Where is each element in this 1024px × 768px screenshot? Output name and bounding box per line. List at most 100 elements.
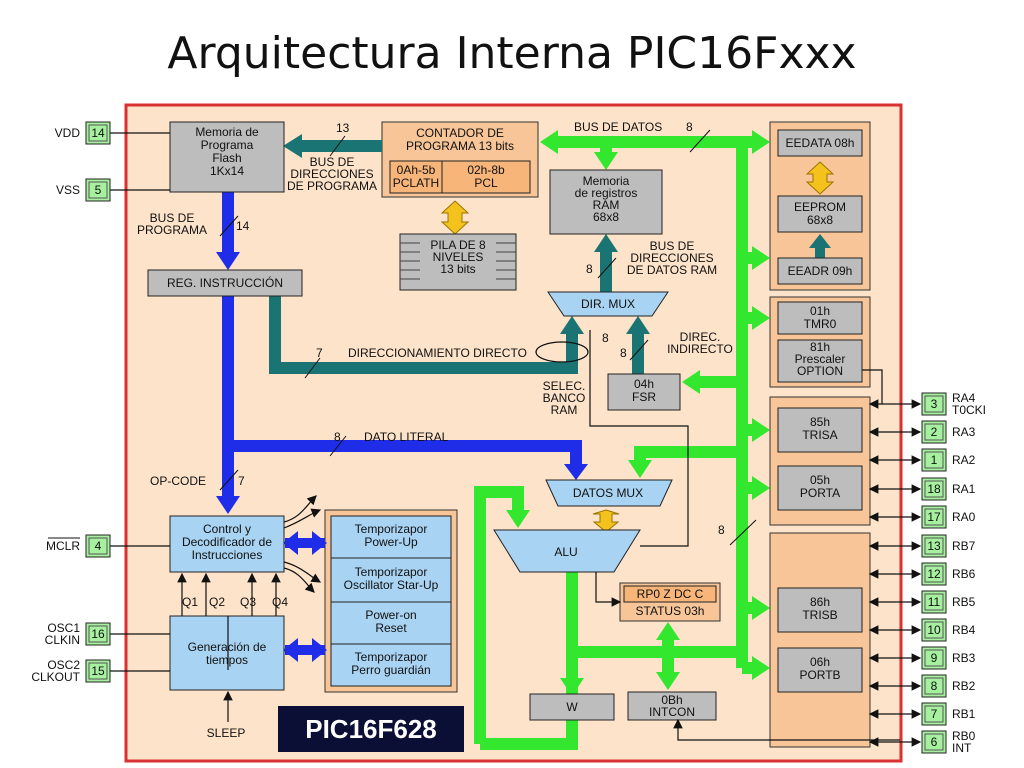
trisa-label-line-1: 85h — [810, 415, 830, 429]
left-pin-number: 14 — [91, 126, 105, 140]
pc-label-line-2: PROGRAMA 13 bits — [406, 139, 514, 153]
pclath-block — [389, 160, 443, 194]
porta-block — [777, 465, 863, 511]
right-pin-box[interactable] — [921, 392, 947, 416]
trisb-label-line-1: 86h — [810, 595, 830, 609]
sel-banco-label-line-2: BANCO — [543, 391, 586, 405]
left-pin-box[interactable] — [85, 534, 111, 558]
right-pin-box[interactable] — [921, 702, 947, 726]
status-label: STATUS 03h — [636, 604, 705, 618]
pcl-label-line-2: PCL — [474, 176, 498, 190]
pc-label-line-1: CONTADOR DE — [416, 126, 504, 140]
bus-slash — [729, 519, 757, 546]
right-pin-number: 13 — [927, 539, 941, 553]
intcon-block — [627, 691, 717, 721]
bus-dir-prog-width: 13 — [336, 121, 350, 135]
control-label-line-2: Decodificador de — [182, 535, 272, 549]
right-pin-number: 18 — [927, 482, 941, 496]
w-register-block — [529, 693, 615, 721]
bus-slash — [219, 469, 239, 491]
sleep-label: SLEEP — [207, 726, 246, 740]
q1-label: Q1 — [182, 595, 198, 609]
data-mux-block — [545, 479, 673, 507]
datamux-label: DATOS MUX — [573, 486, 643, 500]
right-pin-box[interactable] — [921, 590, 947, 614]
q3-label: Q3 — [240, 595, 256, 609]
right-pin-inner — [924, 621, 944, 639]
option-block — [777, 339, 863, 383]
timer-oscstartup-block — [330, 557, 452, 603]
alu-block — [493, 529, 641, 573]
bus-dir-ram-label-line-1: BUS DE — [650, 239, 695, 253]
trisa-label-line-2: TRISA — [802, 428, 837, 442]
ram-label-line-3: RAM — [593, 198, 620, 212]
right-pin-number: 11 — [928, 595, 941, 609]
right-pin-name: RA2 — [952, 453, 976, 467]
portb-label-line-2: PORTB — [799, 668, 840, 682]
right-pin-name: RB6 — [952, 567, 976, 581]
porta-label-line-1: 05h — [810, 473, 830, 487]
left-pin-number: 5 — [95, 183, 102, 197]
ram-label-line-2: de registros — [575, 186, 638, 200]
left-pin-box[interactable] — [85, 178, 111, 202]
power-on-reset-block — [330, 601, 452, 645]
sel-banco-label-line-3: RAM — [551, 403, 578, 417]
timer2-label-line-1: Power-on — [365, 608, 416, 622]
bus-slash — [219, 215, 239, 237]
pcl-label-line-1: 02h-8b — [467, 163, 505, 177]
timer0-label-line-1: Temporizapor — [355, 522, 428, 536]
left-pin-number: 16 — [91, 627, 105, 641]
right-pin-box[interactable] — [921, 477, 947, 501]
left-pin-box[interactable] — [85, 659, 111, 683]
timing-timers-arrow-left — [283, 638, 298, 662]
right-pin-box[interactable] — [921, 505, 947, 529]
bus-slash — [689, 129, 711, 153]
bus-slash — [629, 339, 649, 361]
right-pin-inner — [924, 565, 944, 583]
right-pin-box[interactable] — [921, 420, 947, 444]
right-pin-box[interactable] — [921, 534, 947, 558]
eeadr-label: EEADR 09h — [788, 264, 853, 278]
control-timers-arrow-left — [283, 531, 298, 555]
right-pin-box[interactable] — [921, 730, 947, 754]
right-pin-box[interactable] — [921, 562, 947, 586]
pclath-label-line-2: PCLATH — [393, 176, 439, 190]
bank-select-loop — [535, 341, 589, 363]
q4-label: Q4 — [272, 595, 288, 609]
left-pin-name-2: CLKIN — [45, 633, 80, 647]
timer2-label-line-2: Reset — [375, 621, 407, 635]
right-pin-inner — [924, 423, 944, 441]
right-pin-box[interactable] — [921, 448, 947, 472]
timing-label-line-2: tiempos — [206, 653, 248, 667]
stack-label-line-2: NIVELES — [433, 250, 484, 264]
eedata-block — [777, 129, 863, 157]
data-bus-arrows — [506, 130, 770, 696]
flash-label-line-3: Flash — [212, 151, 241, 165]
ireg-label: REG. INSTRUCCIÓN — [167, 275, 283, 290]
status-bits-block — [623, 585, 717, 603]
left-pin-name: VDD — [55, 126, 81, 140]
bus-datos-label: BUS DE DATOS — [574, 120, 662, 134]
right-pin-name: RB4 — [952, 623, 976, 637]
eeadr-bus-arrow — [809, 234, 831, 248]
flash-memory-block — [169, 121, 285, 193]
right-pin-box[interactable] — [921, 618, 947, 642]
mux-width: 8 — [602, 331, 609, 345]
right-pin-box[interactable] — [921, 646, 947, 670]
timer3-label-line-1: Temporizapor — [355, 650, 428, 664]
left-pin-box[interactable] — [85, 121, 111, 145]
bus-programa-label-line-2: PROGRAMA — [137, 223, 207, 237]
ram-block — [549, 169, 663, 235]
control-label-line-1: Control y — [203, 522, 251, 536]
right-pin-inner — [924, 677, 944, 695]
trisa-block — [777, 407, 863, 453]
left-pin-number: 4 — [95, 539, 102, 553]
address-mux-block — [547, 291, 669, 317]
timing-generator-block — [169, 615, 285, 691]
left-pin-box[interactable] — [85, 622, 111, 646]
right-pin-box[interactable] — [921, 674, 947, 698]
right-pin-number: 17 — [927, 510, 941, 524]
program-bus-arrow — [216, 252, 240, 270]
porta-label-line-2: PORTA — [800, 486, 840, 500]
